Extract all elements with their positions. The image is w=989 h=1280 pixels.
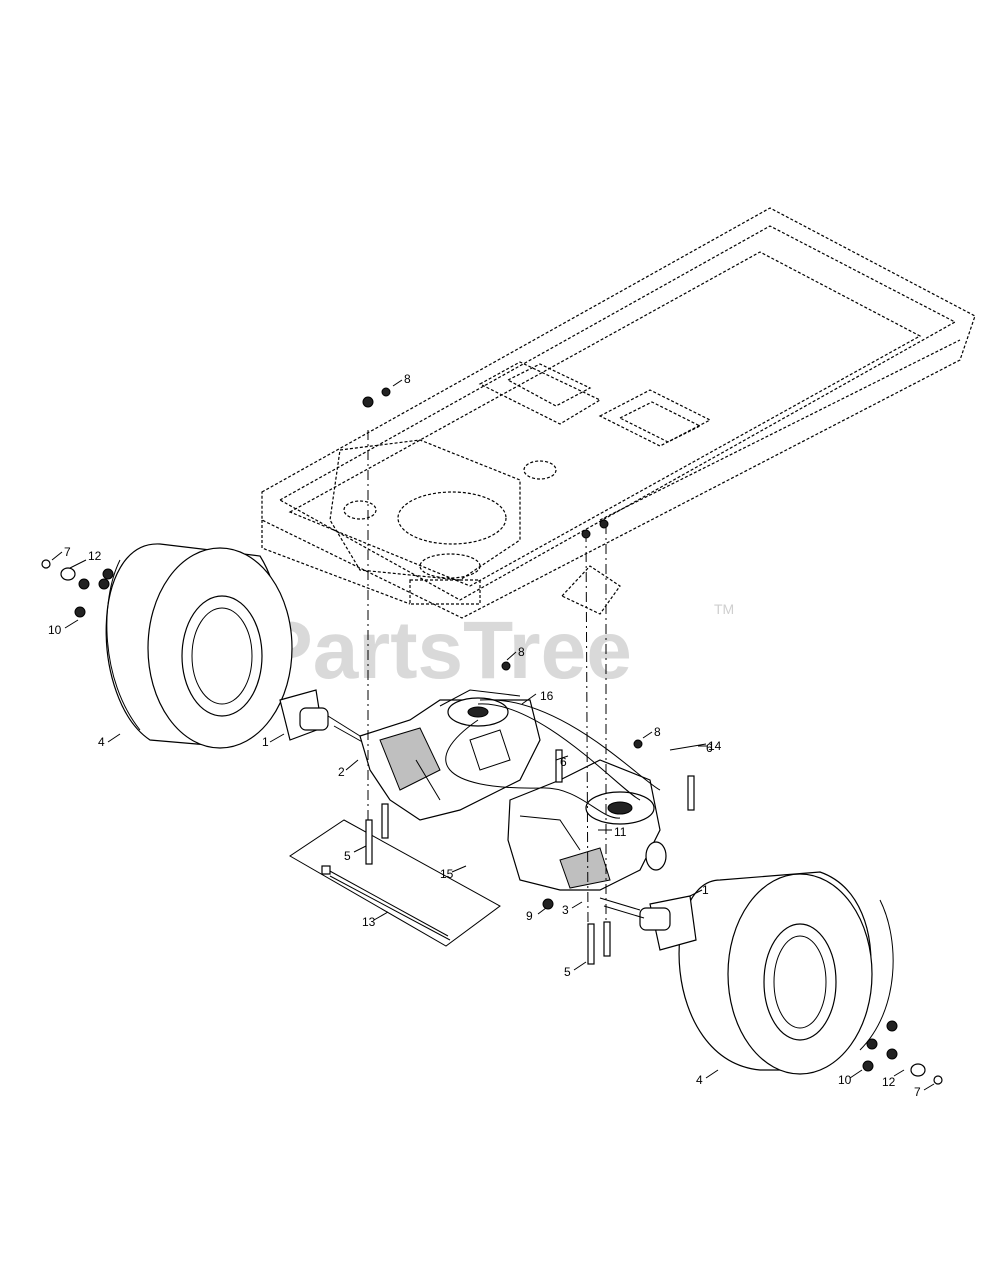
chassis-frame bbox=[261, 207, 976, 619]
callout-6-right: 6 bbox=[706, 741, 713, 755]
left-hub bbox=[279, 689, 329, 741]
drive-belt bbox=[445, 699, 661, 819]
transmission-right bbox=[507, 759, 667, 891]
guide-lines bbox=[367, 430, 607, 925]
callout-10-right: 10 bbox=[838, 1073, 852, 1087]
callout-8-right: 8 bbox=[654, 725, 661, 739]
callout-2: 2 bbox=[338, 765, 345, 779]
callout-10-left: 10 bbox=[48, 623, 62, 637]
callout-3: 3 bbox=[562, 903, 569, 917]
callout-12-right: 12 bbox=[882, 1075, 896, 1089]
watermark-text: PartsTree bbox=[258, 605, 632, 696]
callout-1-right: 1 bbox=[702, 883, 709, 897]
callout-4-right: 4 bbox=[696, 1073, 703, 1087]
callout-5-bottom: 5 bbox=[564, 965, 571, 979]
callout-7-left: 7 bbox=[64, 545, 71, 559]
callout-7-right: 7 bbox=[914, 1085, 921, 1099]
callout-9: 9 bbox=[526, 909, 533, 923]
callouts: 8 7 12 10 4 1 2 8 16 8 14 6 6 11 5 15 13… bbox=[48, 372, 921, 1099]
watermark-trademark: TM bbox=[714, 601, 734, 617]
callout-8-top: 8 bbox=[404, 372, 411, 386]
callout-1-left: 1 bbox=[262, 735, 269, 749]
callout-8-mid: 8 bbox=[518, 645, 525, 659]
callout-15: 15 bbox=[440, 867, 454, 881]
callout-14: 14 bbox=[708, 739, 722, 753]
axles bbox=[327, 715, 645, 919]
transmission-left bbox=[359, 689, 541, 821]
right-wheel bbox=[678, 871, 894, 1075]
callout-12-left: 12 bbox=[88, 549, 102, 563]
left-fasteners bbox=[41, 559, 114, 618]
callout-16: 16 bbox=[540, 689, 554, 703]
left-wheel bbox=[105, 543, 293, 749]
callout-5-left: 5 bbox=[344, 849, 351, 863]
right-fasteners bbox=[862, 1020, 943, 1085]
leader-lines bbox=[51, 379, 935, 1091]
watermark: PartsTree TM bbox=[258, 601, 734, 696]
cross-shaft bbox=[289, 819, 501, 947]
callout-13: 13 bbox=[362, 915, 376, 929]
callout-6-center: 6 bbox=[560, 755, 567, 769]
callout-4-left: 4 bbox=[98, 735, 105, 749]
right-hub bbox=[639, 895, 697, 951]
loose-nuts bbox=[362, 387, 643, 910]
callout-11: 11 bbox=[614, 825, 627, 839]
bolts bbox=[365, 749, 695, 965]
